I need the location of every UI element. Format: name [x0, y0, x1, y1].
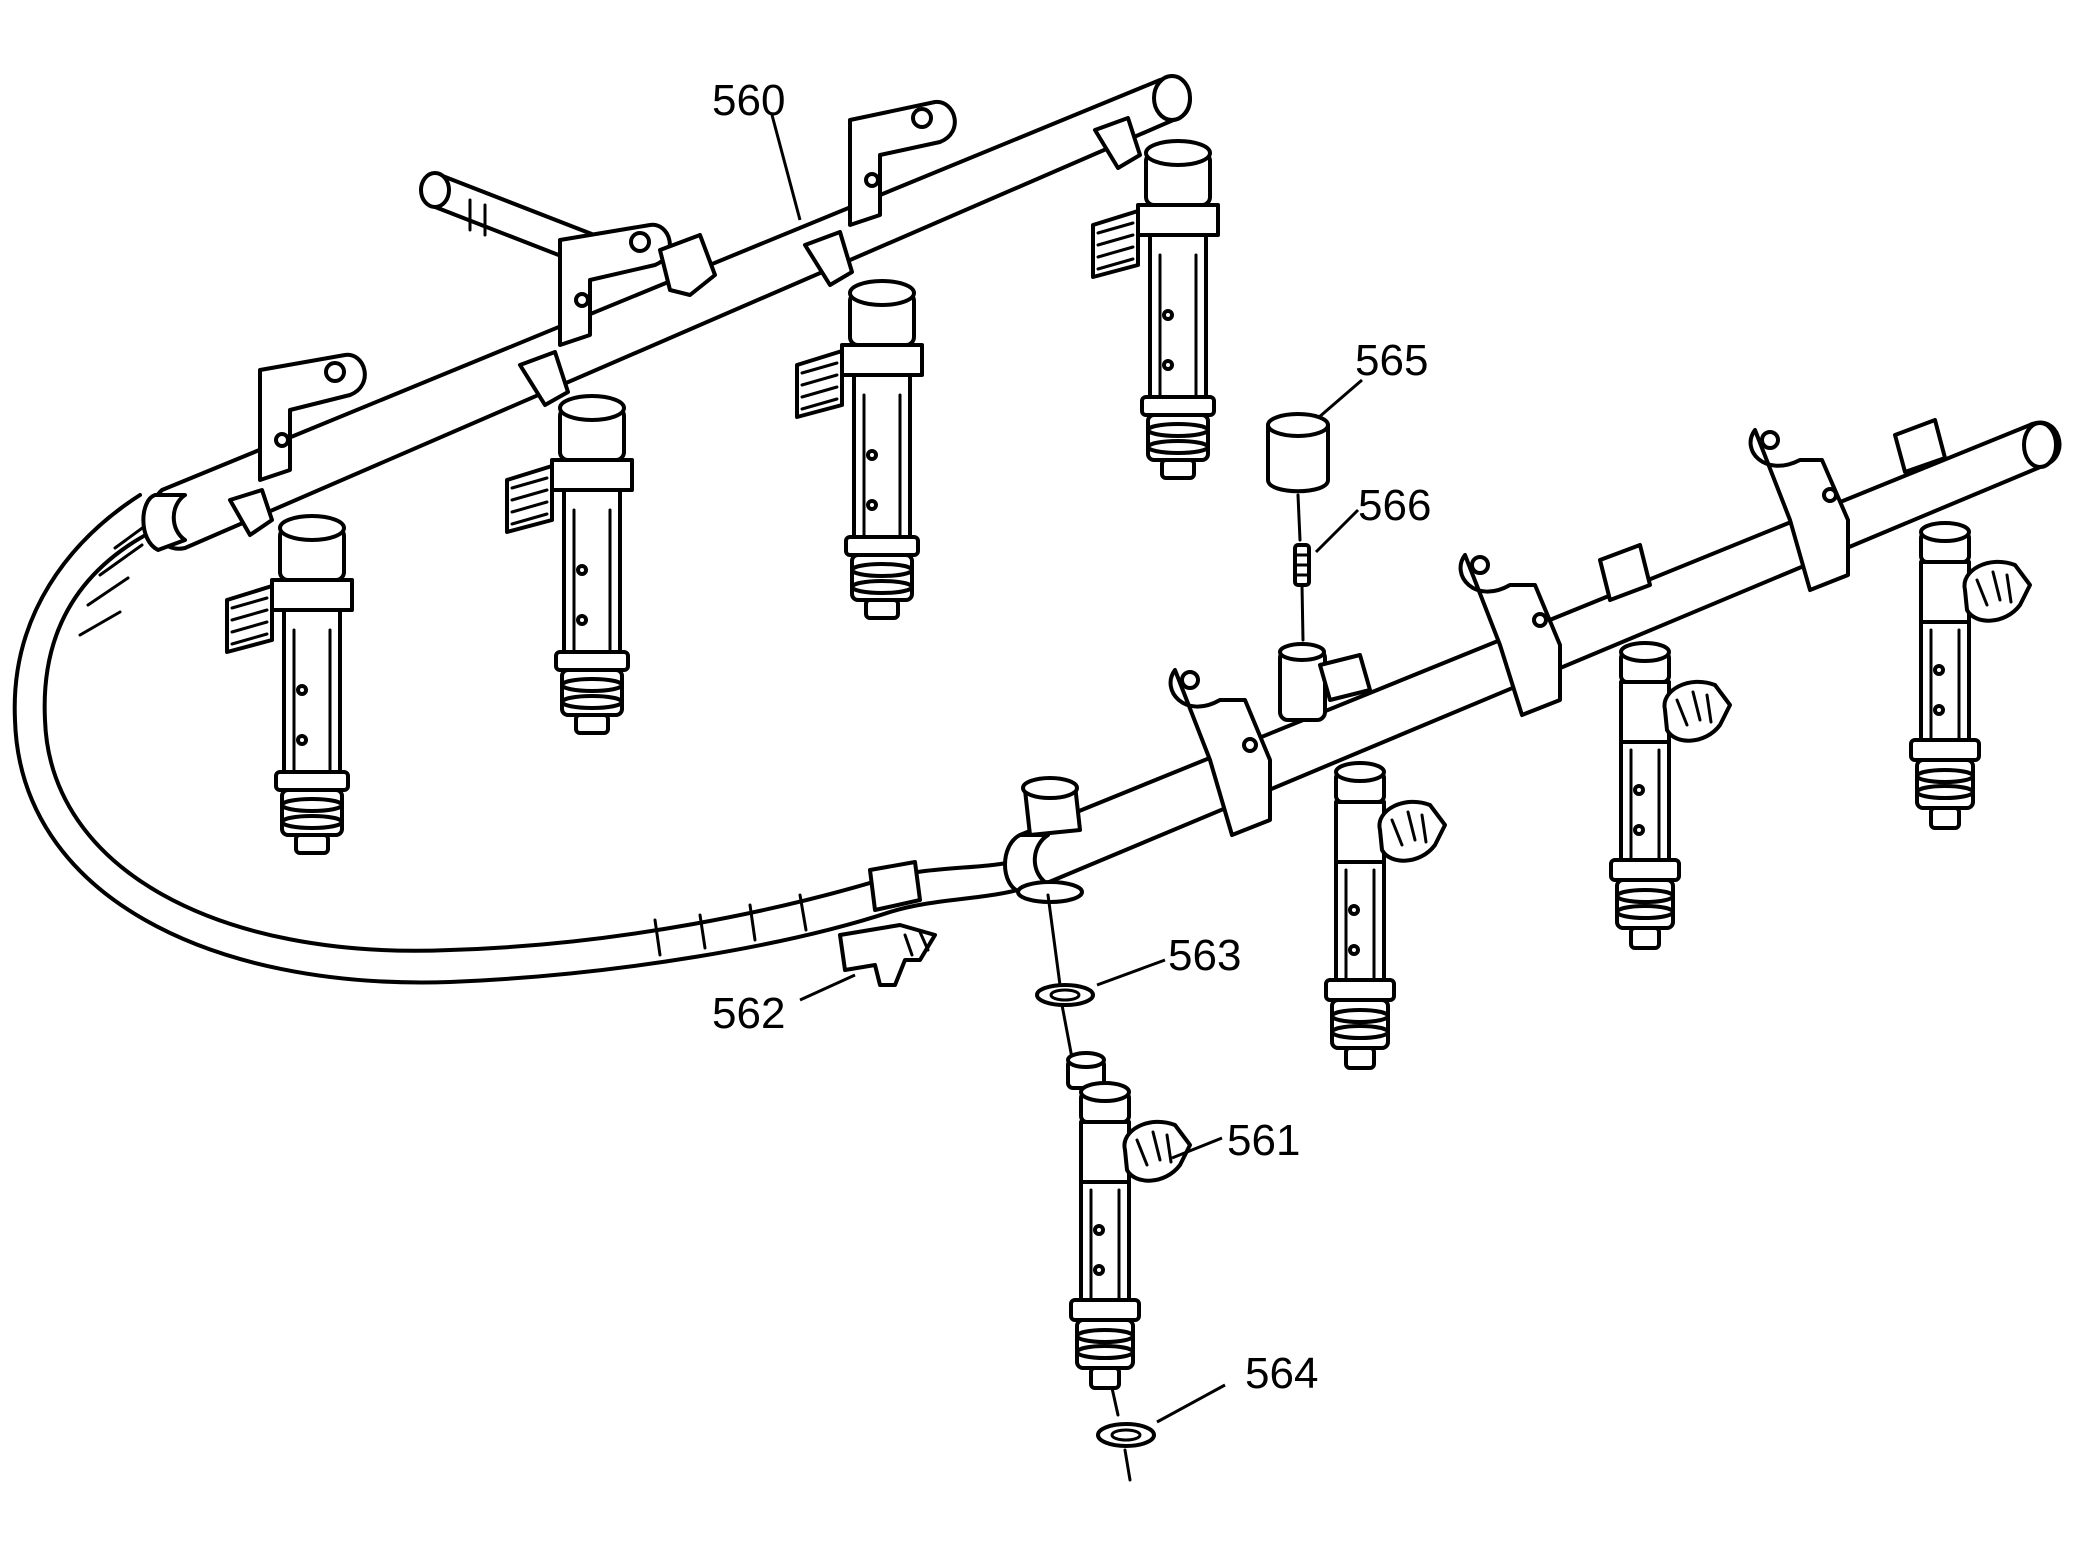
leader-561: [1171, 1136, 1223, 1160]
callout-563: 563: [1168, 931, 1241, 980]
left-bank-injector-3: [795, 279, 924, 620]
leader-562: [799, 973, 856, 1002]
fuel-pressure-valve-core: [1293, 543, 1311, 642]
fuel-injector-exploded: [1066, 1051, 1192, 1390]
callout-561: 561: [1227, 1116, 1300, 1165]
left-bank-injector-1: [225, 514, 354, 855]
left-bank-injector-2: [505, 394, 634, 735]
right-bank-injector-2: [1609, 641, 1732, 950]
leader-560: [770, 114, 802, 221]
leader-563: [1096, 958, 1166, 987]
leader-565: [1317, 378, 1363, 420]
leader-564: [1156, 1383, 1226, 1424]
leader-566: [1314, 508, 1360, 554]
lower-o-ring: [1096, 1422, 1156, 1448]
callout-566: 566: [1358, 481, 1431, 530]
exploded-axis-line: [1046, 893, 1132, 1482]
right-fuel-rail: [1003, 418, 2062, 904]
crossover-fuel-hose: [12, 493, 1027, 985]
callout-565: 565: [1355, 336, 1428, 385]
callout-560: 560: [712, 76, 785, 125]
left-fuel-rail: [141, 74, 1192, 552]
left-bank-injector-4: [1091, 139, 1220, 480]
callout-564: 564: [1245, 1349, 1318, 1398]
injector-retainer-clip: [838, 923, 937, 987]
right-bank-injector-1: [1324, 761, 1447, 1070]
fuel-pressure-valve-cap: [1266, 412, 1330, 542]
upper-o-ring: [1035, 983, 1095, 1007]
callout-562: 562: [712, 989, 785, 1038]
right-bank-injector-3: [1909, 521, 2032, 830]
